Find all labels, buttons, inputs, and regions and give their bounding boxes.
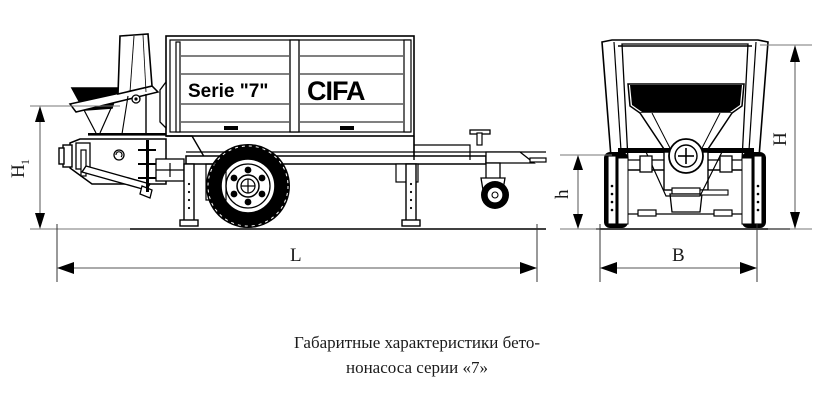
pump-base-plate <box>671 187 701 195</box>
lug-bolts <box>230 166 266 206</box>
figure-caption: Габаритные характеристики бето- нонасоса… <box>0 330 834 380</box>
deck-plate <box>88 133 166 136</box>
tyre-right-rim <box>753 155 763 225</box>
pump-piston-rod <box>80 149 87 177</box>
outrigger-front-holes <box>187 182 191 210</box>
rear-view: h H B <box>552 39 812 282</box>
drawbar-plate <box>485 151 536 164</box>
h1-arrow-up <box>35 106 45 122</box>
drive-shaft <box>699 189 729 196</box>
body-front-cap <box>159 80 167 130</box>
drawbar-tip <box>529 157 547 163</box>
rear-frame-step <box>414 144 471 160</box>
dimension-width: B <box>599 224 758 282</box>
chute-upright-rib <box>129 35 135 93</box>
body-rail-right <box>403 39 412 133</box>
mixer-body-box: Serie "7" CIFA <box>159 35 415 137</box>
funnel-rib-left <box>651 112 673 153</box>
front-post-rung-3 <box>138 177 156 179</box>
h1-label-subscript: 1 <box>18 159 32 165</box>
hopper-chute-assembly <box>68 33 160 135</box>
dimension-h-small: h <box>552 154 612 230</box>
outrigger-foot-left-rear <box>637 209 657 217</box>
outrigger-foot-right-rear <box>713 209 733 217</box>
H-label: H <box>770 132 791 146</box>
road-wheel <box>205 144 290 228</box>
rear-tyre-left <box>604 152 629 228</box>
body-centre-post <box>289 39 300 133</box>
rear-shell-edge-right <box>747 41 757 167</box>
chute-brace-a <box>83 109 97 134</box>
outrigger-legs <box>179 163 421 227</box>
dimension-height: H <box>760 44 812 230</box>
outrigger-rear-foot <box>401 219 421 227</box>
pump-end-flange <box>58 147 65 165</box>
front-post-rung-1 <box>138 149 156 151</box>
H-arrow-up <box>790 45 800 62</box>
pivot-joint-center <box>134 97 138 101</box>
h1-arrow-down <box>35 213 45 229</box>
l-label: L <box>290 245 302 266</box>
dimension-h1: H 1 <box>8 105 130 230</box>
outrigger-rear-holes <box>409 182 413 210</box>
brand-label: CIFA <box>307 76 365 106</box>
chute-upright-rib2 <box>142 34 147 93</box>
h1-label-group: H 1 <box>8 159 32 178</box>
b-arrow-left <box>600 262 617 274</box>
support-v-brace <box>645 151 723 197</box>
h-arrow-down <box>573 214 583 229</box>
h1-label: H <box>8 164 29 178</box>
gearbox <box>669 193 703 213</box>
dimension-length: L <box>56 224 538 282</box>
fender-bracket <box>205 163 227 201</box>
tyre-left-inner-face <box>617 157 629 225</box>
rear-pump-housing <box>618 138 754 217</box>
gauge-needle <box>115 151 123 158</box>
chute-upright <box>117 33 153 96</box>
drawbar-handle-stem <box>476 132 483 146</box>
rear-hopper <box>627 83 745 153</box>
chute-brace-c <box>121 95 129 135</box>
b-label: B <box>672 245 685 266</box>
tyre-right-bolts <box>756 184 760 212</box>
caster-hub <box>491 191 499 199</box>
caption-line-2: нонасоса серии «7» <box>345 358 488 377</box>
tyre-right-inner-face <box>741 157 753 225</box>
side-view: Serie "7" CIFA <box>8 33 547 282</box>
H-label-group: H <box>770 132 791 146</box>
series-label: Serie "7" <box>188 81 268 102</box>
caster-wheel-assembly <box>480 162 509 209</box>
h-small-label: h <box>552 189 573 199</box>
caption-line-1: Габаритные характеристики бето- <box>294 333 540 352</box>
h-label-group: h <box>552 189 573 199</box>
funnel-rib-right <box>699 112 721 153</box>
outrigger-front-foot <box>179 219 199 227</box>
body-panel-ribs <box>181 55 403 123</box>
body-handle-right <box>340 126 354 130</box>
body-handle-left <box>224 126 238 130</box>
tyre-left-rim <box>607 155 617 225</box>
support-strut <box>80 165 152 191</box>
hopper-fill-rear <box>630 85 742 112</box>
front-post <box>146 140 149 192</box>
front-post-rung-2 <box>138 163 156 165</box>
b-arrow-right <box>740 262 757 274</box>
right-bracket <box>719 155 733 173</box>
pump-engine-body <box>58 133 185 199</box>
body-rail-left <box>175 41 181 133</box>
chassis-frame <box>166 129 547 183</box>
h-arrow-up <box>573 155 583 170</box>
left-bracket <box>639 155 653 173</box>
H-arrow-down <box>790 212 800 229</box>
tyre-left-bolts <box>610 184 614 212</box>
caster-mount <box>485 162 501 180</box>
rear-tyre-right <box>741 152 766 228</box>
chute-brace-b <box>99 105 113 134</box>
rear-shell-edge-left <box>613 41 623 167</box>
l-arrow-right <box>520 262 537 274</box>
tread-pattern <box>207 145 289 227</box>
l-arrow-left <box>57 262 74 274</box>
